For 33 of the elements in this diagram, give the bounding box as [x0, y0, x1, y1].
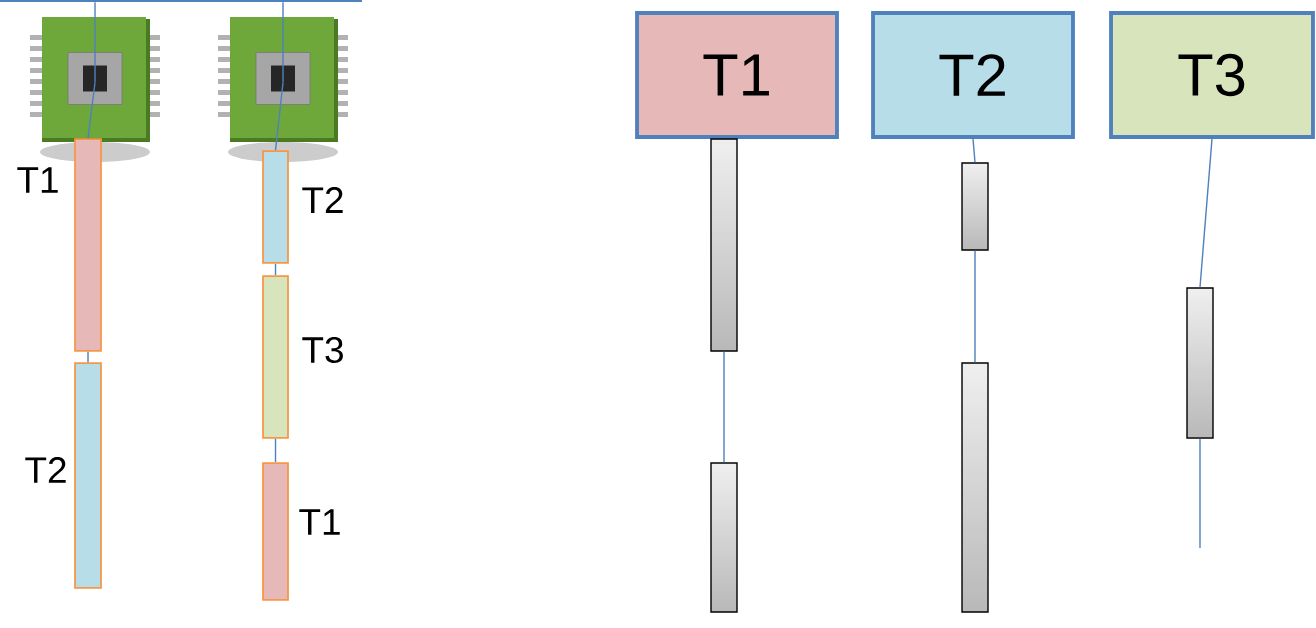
connector-line	[1199, 437, 1201, 549]
execution-bar	[961, 362, 989, 613]
bus-line	[0, 0, 362, 2]
connector-line	[1199, 138, 1213, 288]
thread-box: T2	[871, 11, 1075, 139]
processor-chip-drawing	[218, 17, 348, 162]
execution-bar	[961, 162, 989, 251]
task-label: T2	[25, 457, 66, 483]
connector-line	[87, 351, 89, 363]
connector-line	[972, 138, 976, 163]
connector-line	[974, 250, 976, 364]
thread-box: T1	[635, 11, 839, 139]
thread-box: T3	[1109, 11, 1315, 139]
task-label: T1	[299, 509, 340, 535]
connector-line	[274, 263, 277, 276]
task-bar	[74, 362, 102, 589]
processor-chip-drawing	[30, 17, 160, 162]
task-bar	[74, 138, 102, 352]
connector-line	[723, 350, 725, 463]
task-bar	[262, 150, 289, 264]
task-bar	[262, 462, 289, 601]
task-label: T1	[17, 167, 58, 193]
execution-bar	[710, 462, 738, 613]
task-label: T3	[302, 336, 343, 364]
task-label: T2	[302, 187, 343, 213]
execution-bar	[710, 138, 738, 352]
task-bar	[262, 275, 289, 439]
execution-bar	[1186, 287, 1214, 439]
connector-line	[274, 81, 284, 151]
connector-line	[274, 438, 277, 463]
connector-line	[94, 1, 96, 84]
connector-line	[87, 81, 96, 139]
connector-line	[282, 1, 284, 84]
